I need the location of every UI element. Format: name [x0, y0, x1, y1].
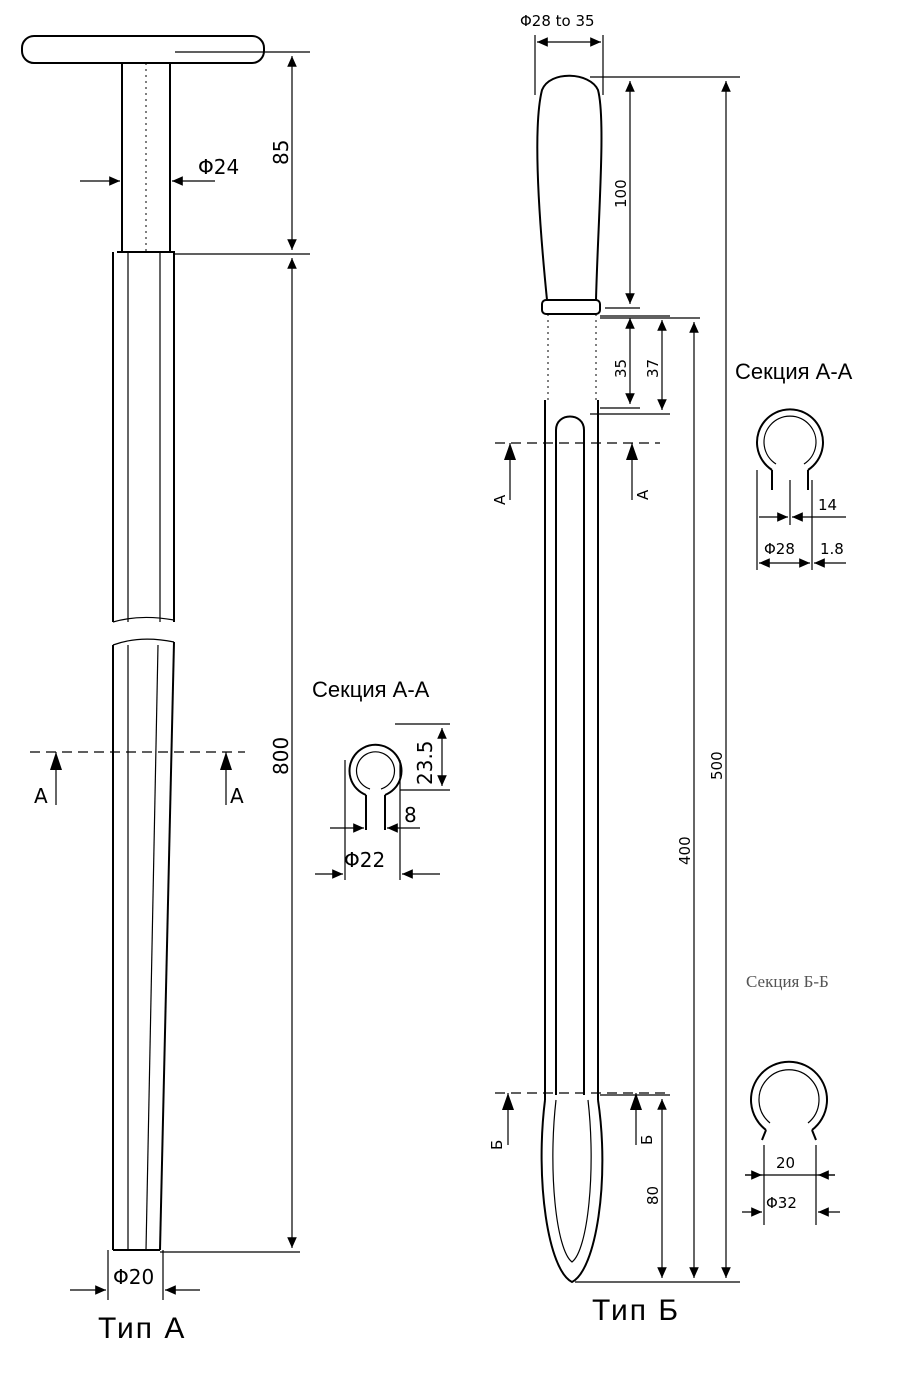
type-b-sec-a-slot: 14	[818, 496, 837, 514]
type-b-section-b-title: Секция Б-Б	[746, 972, 829, 991]
type-b-cut-mark-b-left: Б	[488, 1140, 506, 1150]
type-b-sec-b-dia: Φ32	[766, 1194, 797, 1212]
type-a-caption: Тип А	[98, 1312, 186, 1345]
type-a-dim-total-len: 800	[269, 737, 293, 775]
type-b-probe	[495, 35, 740, 1284]
type-b-dim-grip-dia: Φ28 to 35	[520, 12, 595, 30]
type-b-sec-b-slot: 20	[776, 1154, 795, 1172]
type-a-sec-dia: Φ22	[344, 848, 385, 872]
type-b-cut-mark-a-left: А	[491, 494, 509, 505]
type-b-section-b-view	[742, 1060, 840, 1225]
type-a-sec-height: 23.5	[413, 740, 437, 785]
type-b-section-a-title: Секция А-А	[735, 359, 853, 384]
type-a-cut-mark-right: А	[230, 784, 244, 808]
type-a-dim-handle-len: 85	[269, 140, 293, 165]
type-b-cut-mark-a-right: А	[634, 489, 652, 500]
type-b-dim-grip-len: 100	[612, 179, 630, 208]
type-a-probe	[21, 35, 310, 1300]
type-b-dim-tip-len: 80	[644, 1186, 662, 1205]
type-a-t-handle	[21, 35, 265, 64]
type-a-cut-mark-left: А	[34, 784, 48, 808]
type-b-caption: Тип Б	[592, 1294, 680, 1327]
type-b-grip	[536, 74, 603, 301]
type-a-section-title: Секция А-А	[312, 677, 430, 702]
type-b-dim-neck-35: 35	[612, 359, 630, 378]
type-a-dim-handle-dia: Φ24	[198, 155, 239, 179]
type-a-section-view	[315, 723, 450, 880]
type-a-sec-slot: 8	[404, 803, 417, 827]
type-a-dim-tip-dia: Φ20	[113, 1265, 154, 1289]
type-b-dim-slot-len: 400	[676, 836, 694, 865]
type-b-section-a-view	[756, 408, 846, 570]
type-b-dim-neck-37: 37	[644, 359, 662, 378]
type-b-sec-a-wall: 1.8	[820, 540, 844, 558]
type-b-sec-a-dia: Φ28	[764, 540, 795, 558]
type-b-cut-mark-b-right: Б	[638, 1135, 656, 1145]
type-b-dim-total-len: 500	[708, 751, 726, 780]
